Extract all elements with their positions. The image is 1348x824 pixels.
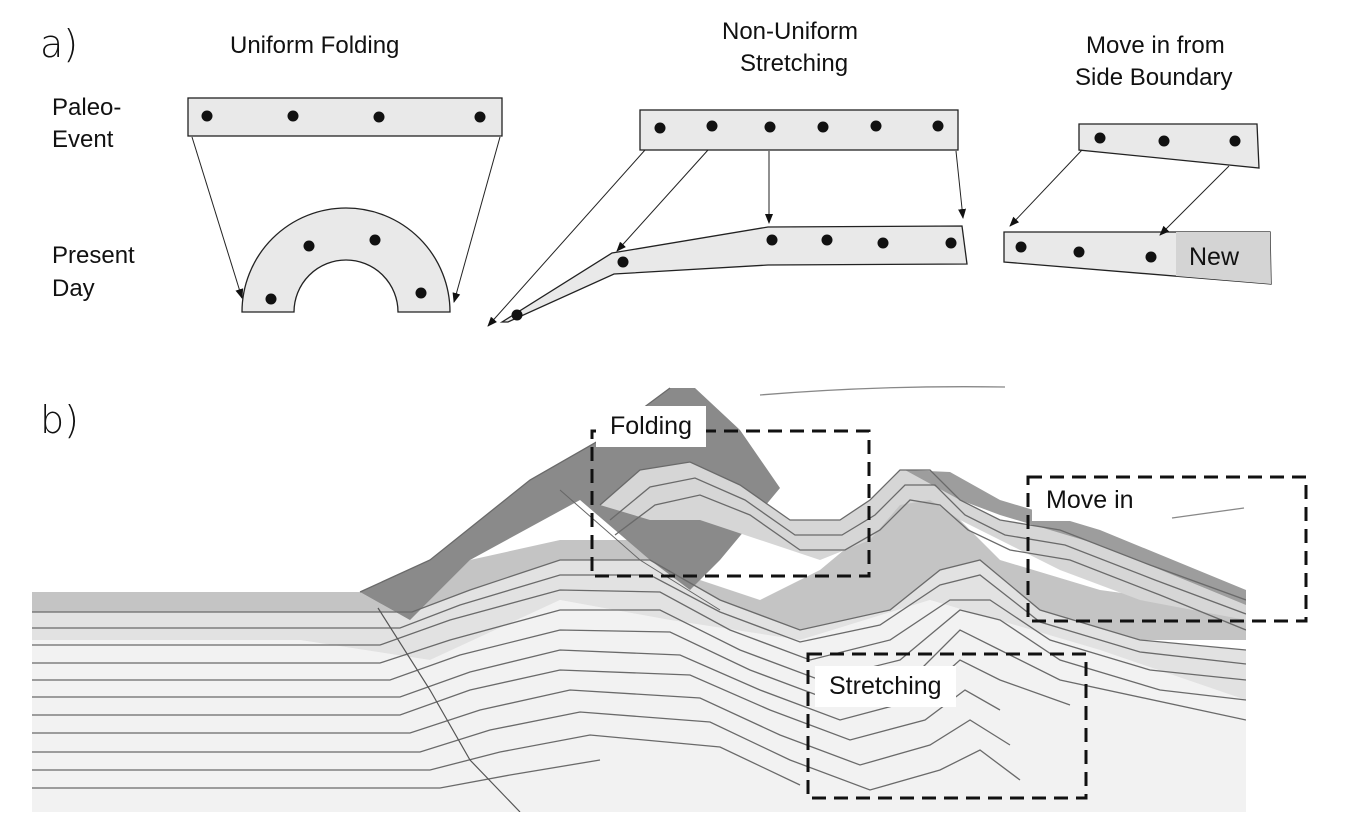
non-uniform-stretching-group [487, 109, 968, 327]
marker-dot [415, 287, 427, 299]
new-material-zone [1176, 232, 1271, 284]
marker-dot [821, 234, 833, 246]
mapping-arrow [1009, 149, 1083, 227]
uniform-folding-title: Uniform Folding [230, 32, 400, 59]
paleo-bar-move-in [1078, 123, 1260, 169]
non-uniform-stretching-title-line1: Non-Uniform [722, 18, 859, 45]
marker-dot [1229, 135, 1241, 147]
present-day-label-line1: Present [52, 242, 135, 269]
thrust-trace [559, 489, 721, 611]
stretching-box-label: Stretching [815, 666, 956, 707]
new-material-label: New [1189, 243, 1240, 271]
upper-light-layer [32, 560, 1246, 700]
uniform-folding-group [187, 97, 503, 313]
folding-box [590, 429, 871, 578]
marker-dot [201, 110, 213, 122]
stretched-layer [499, 225, 968, 323]
marker-dot [373, 111, 385, 123]
present-day-label-line2: Day [52, 275, 95, 302]
stretching-box [806, 652, 1088, 800]
marker-dot [474, 111, 486, 123]
marker-dot [817, 121, 829, 133]
dark-thrust-sheet [32, 388, 780, 620]
marker-dot [1073, 246, 1085, 258]
mapping-arrow [487, 149, 646, 327]
move-in-box [1026, 475, 1308, 623]
panel-b-label: b) [40, 398, 79, 442]
marker-dot [654, 122, 666, 134]
mapping-arrow [616, 149, 709, 252]
marker-dot [369, 234, 381, 246]
folding-box-label: Folding [596, 406, 706, 447]
move-in-title-line1: Move in from [1086, 32, 1225, 59]
move-in-title-line2: Side Boundary [1075, 64, 1233, 91]
marker-dot [877, 237, 889, 249]
paleo-event-label-line1: Paleo- [52, 94, 122, 121]
marker-dot [1015, 241, 1027, 253]
marker-dot [1145, 251, 1157, 263]
panel-a-label: a) [40, 22, 79, 66]
right-dark-layer [905, 470, 1246, 605]
mapping-arrow [452, 136, 501, 303]
marker-dot [265, 293, 277, 305]
marker-dot [1158, 135, 1170, 147]
mapping-arrow [955, 150, 967, 219]
marker-dot [945, 237, 957, 249]
mapping-arrow [191, 136, 244, 299]
non-uniform-stretching-title-line2: Stretching [740, 50, 849, 77]
folded-arch [241, 207, 451, 313]
marker-dot [766, 234, 778, 246]
marker-dot [932, 120, 944, 132]
marker-dot [303, 240, 315, 252]
fault-trace [377, 607, 521, 812]
marker-dot [617, 256, 629, 268]
paleo-bar-folding [187, 97, 503, 137]
marker-dot [706, 120, 718, 132]
marker-dot [1094, 132, 1106, 144]
mid-grey-layer [32, 470, 1246, 640]
paleo-event-label-line2: Event [52, 126, 114, 153]
marker-dot [764, 121, 776, 133]
marker-dot [511, 309, 523, 321]
marker-dot [870, 120, 882, 132]
paleo-bar-stretching [639, 109, 959, 151]
move-in-box-label: Move in [1032, 480, 1148, 521]
marker-dot [287, 110, 299, 122]
folded-core-layer [600, 462, 1246, 620]
mapping-arrow [1159, 165, 1230, 236]
move-in-group [1003, 123, 1272, 285]
